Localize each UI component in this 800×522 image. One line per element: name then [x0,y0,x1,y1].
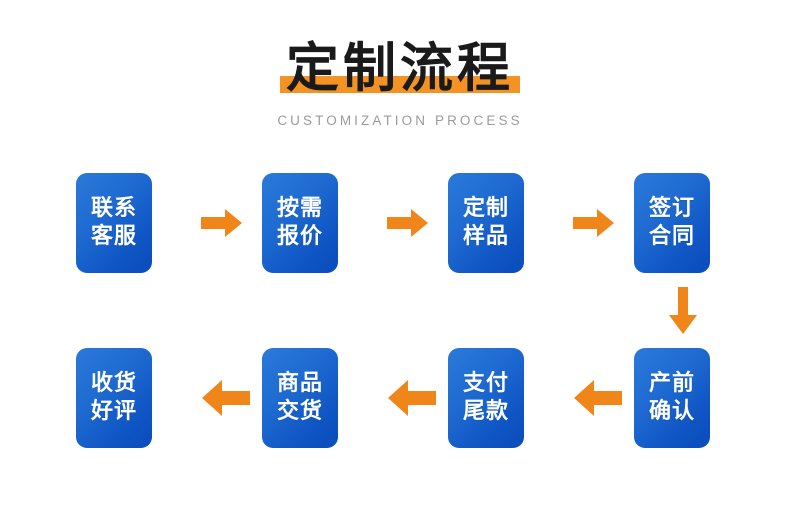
arrow-left-icon-1 [573,379,623,417]
arrow-left-icon-2 [387,379,437,417]
step-label-line1: 支付 [462,370,509,396]
step-box-contact-service[interactable]: 联系 客服 [76,173,152,273]
step-box-receive-and-review[interactable]: 收货 好评 [76,348,152,448]
step-label-line2: 客服 [90,224,137,249]
step-label-line2: 尾款 [462,399,509,424]
page-title: 定制流程 [0,32,800,104]
step-box-goods-delivery[interactable]: 商品 交货 [262,348,338,448]
step-label-line1: 联系 [90,195,137,221]
step-box-pay-balance[interactable]: 支付 尾款 [448,348,524,448]
step-label-line1: 收货 [90,370,137,396]
step-label-line2: 确认 [648,399,695,424]
arrow-right-icon-3 [573,208,615,238]
step-label-line2: 合同 [648,224,695,249]
header: 定制流程 CUSTOMIZATION PROCESS [0,0,800,150]
step-label-line1: 按需 [276,195,323,221]
arrow-right-icon-1 [201,208,243,238]
arrow-down-icon [668,287,698,335]
arrow-left-icon-3 [201,379,251,417]
step-label-line2: 样品 [462,224,509,249]
step-label-line1: 定制 [462,195,509,221]
title-highlight-bar [280,75,520,93]
step-label-line2: 交货 [276,399,323,424]
step-box-custom-sample[interactable]: 定制 样品 [448,173,524,273]
step-label-line1: 商品 [276,370,323,396]
step-box-quote-on-demand[interactable]: 按需 报价 [262,173,338,273]
arrow-right-icon-2 [387,208,429,238]
step-label-line1: 签订 [648,195,695,221]
step-label-line1: 产前 [648,370,695,396]
step-label-line2: 报价 [276,224,323,249]
step-label-line2: 好评 [90,399,137,424]
page-subtitle: CUSTOMIZATION PROCESS [277,113,523,128]
step-box-sign-contract[interactable]: 签订 合同 [634,173,710,273]
step-box-pre-production-confirm[interactable]: 产前 确认 [634,348,710,448]
title-text: 定制流程 [286,37,514,99]
